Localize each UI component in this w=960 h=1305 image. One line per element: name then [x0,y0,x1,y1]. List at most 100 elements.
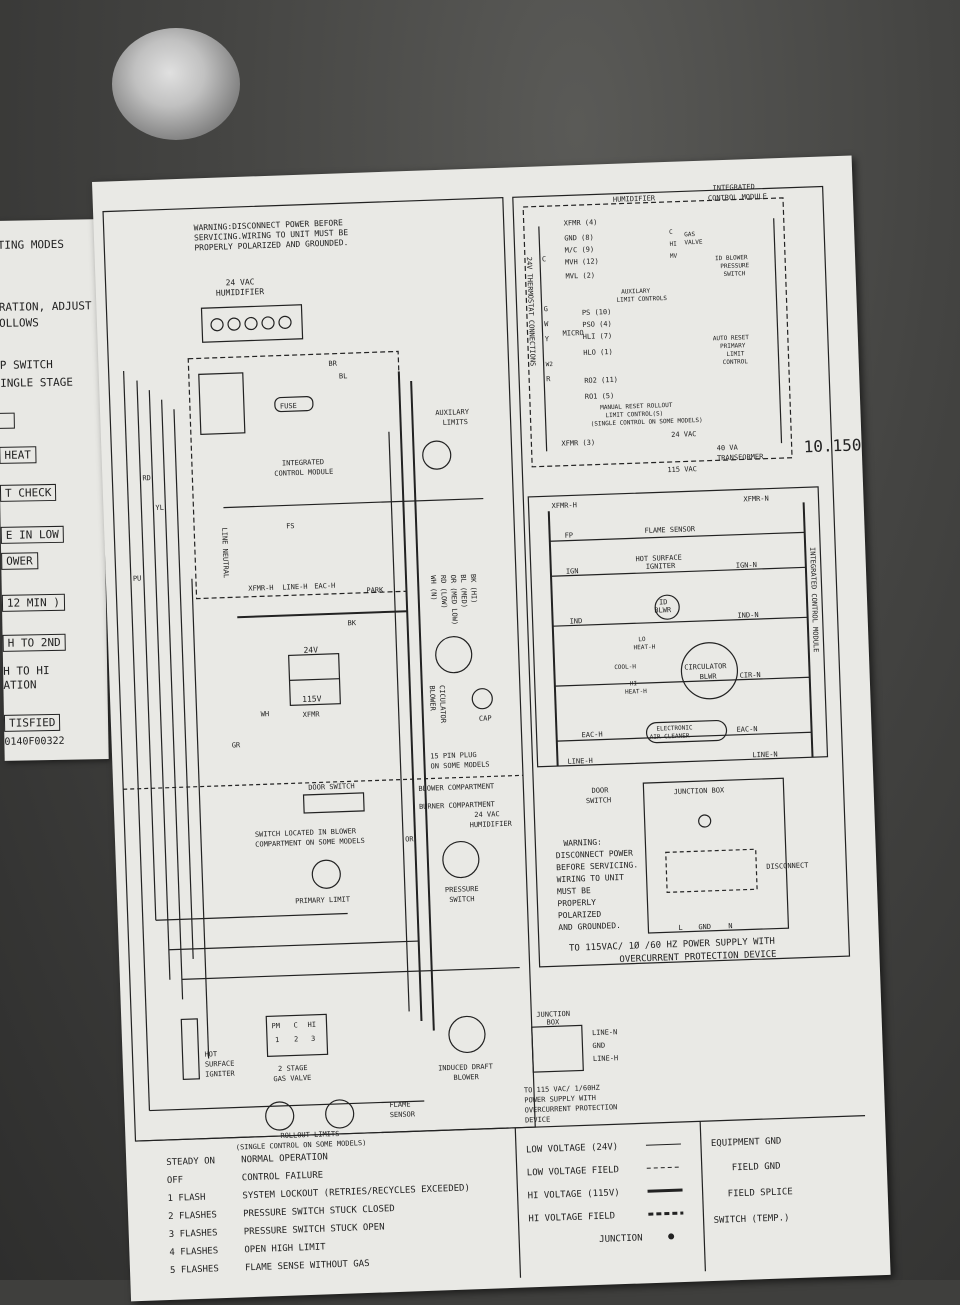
gv-ladder-mv: MV [670,253,678,260]
legend-line-lvf [646,1166,682,1169]
gv-label-2: GAS VALVE [273,1074,311,1083]
auto-reset-2: PRIMARY [720,342,746,350]
wire-aux [223,497,484,509]
gas-valve-box [265,1013,329,1058]
pin-mvh12: MVH (12) [565,257,599,266]
switch-note-1: SWITCH LOCATED IN BLOWER [255,827,357,839]
humidifier-label-1: 24 VAC [225,277,254,287]
wire-label-wh: WH [261,710,270,718]
capacitor [471,688,493,710]
ladder-module-1: INTEGRATED [712,183,754,192]
left-box-9: TISFIED [3,713,61,732]
terminal-line-h: LINE-H [282,583,308,592]
left-text-4: P SWITCH [0,357,53,372]
left-box-1: HEAT [0,446,37,464]
legend-divider-2 [699,1121,706,1272]
primary-limit-label: PRIMARY LIMIT [295,895,351,905]
row-eac-n: EAC-N [736,725,757,734]
legend-line-hvf [648,1211,684,1216]
xfmr-ladder-4: 115 VAC [667,465,697,474]
wiring-diagram-sheet: WARNING:DISCONNECT POWER BEFORE SERVICIN… [92,155,891,1302]
wiring-diagram-svg: WARNING:DISCONNECT POWER BEFORE SERVICIN… [102,183,866,1278]
term-g: G [544,305,548,313]
supply-note-2: POWER SUPPLY WITH [524,1094,596,1104]
rollout-limit-2 [325,1099,355,1129]
pin-ro2: RO2 (11) [584,376,618,385]
lgn-l: L [678,924,682,932]
junction-box-symbol [531,1024,584,1073]
warn-ladder-5: MUST BE [557,886,591,896]
pin-ps10: PS (10) [582,308,612,317]
rollout-2: (SINGLE CONTROL ON SOME MODELS) [236,1139,367,1152]
pressure-switch-1: PRESSURE [445,885,479,894]
term-y: Y [545,335,550,343]
row-blwr: BLWR [654,606,672,615]
wire-yl-bottom [168,940,419,951]
auto-reset-1: AUTO RESET [713,334,750,342]
left-box-4: OWER [1,552,38,570]
legend-line-lv [645,1143,681,1146]
symbol-legend-3: SWITCH (TEMP.) [713,1213,789,1226]
supply-note-1: TO 115 VAC/ 1/60HZ [524,1084,600,1095]
wire-legend-4: JUNCTION [599,1233,643,1245]
thermostat-label: 24V THERMOSTAT CONNECTIONS [525,257,537,367]
aux-limits-1: AUXILARY [435,408,470,417]
pin-xfmr3: XFMR (3) [561,439,595,448]
warn-ladder-4: WIRING TO UNIT [556,873,624,884]
row-hi: HI [630,680,638,687]
pin-ro1: RO1 (5) [585,392,615,401]
terminal [278,315,292,329]
primary-limit-symbol [311,859,341,889]
xfmr-ladder-1: 24 VAC [671,430,697,439]
jbox-label-1: JUNCTION [536,1010,570,1019]
left-box-2: T CHECK [0,483,57,502]
hv-row-ign [551,566,806,577]
row-circ-blwr: BLWR [700,672,718,681]
circulator-blower-motor [680,642,739,700]
auto-reset-4: CONTROL [723,358,749,366]
pressure-switch-2: SWITCH [449,895,475,904]
humidifier-label-2: HUMIDIFIER [216,287,265,298]
inducer-motor [448,1015,486,1054]
jbox-label-2: BOX [546,1018,560,1026]
rollout-1: ROLLOUT LIMITS [280,1130,339,1140]
left-box-empty [0,412,15,429]
ladder-border [512,185,851,968]
humidifier-terminal-strip [200,304,304,343]
hv-row-eac [556,731,812,742]
row-xfmr-h: XFMR-H [551,501,577,510]
hv-row-cir [554,676,810,687]
code-3: 2 FLASHES [168,1210,217,1222]
left-box-7: H TO HI [3,664,50,678]
wire-label-yl: YL [155,504,164,512]
gv-3: 3 [311,1035,315,1043]
meaning-2: SYSTEM LOCKOUT (RETRIES/RECYCLES EXCEEDE… [242,1183,470,1201]
hv-row-flame [549,531,805,542]
row-cool-h: COOL-H [614,663,636,671]
module-label-1: INTEGRATED [282,458,324,467]
rollout-limit-1 [265,1101,295,1131]
gv-hi: HI [307,1021,316,1029]
idb-ladder-3: SWITCH [723,270,745,278]
warn-ladder-8: AND GROUNDED. [558,921,621,932]
humidifier-mid-2: HUMIDIFIER [470,820,513,829]
wire-or [388,431,410,1012]
terminal-eac-h: EAC-H [314,582,335,591]
left-text-3: OLLOWS [0,316,39,330]
meaning-3: PRESSURE SWITCH STUCK CLOSED [243,1204,395,1219]
air-cleaner-symbol [645,719,728,744]
left-box-5: 12 MIN ) [1,593,66,612]
wire-label-bl: BL [339,372,348,380]
wire-label-gr: GR [232,741,241,749]
fuse-label: FUSE [280,402,297,411]
ladder-rail-left [538,226,548,452]
blower-label-1: CICULATOR [438,685,447,724]
lead-bk-hi: BK (HI) [469,574,478,604]
pin-hlo1: HLO (1) [583,348,613,357]
micro-label: MICRO [562,329,583,338]
symbol-legend-0: EQUIPMENT GND [711,1137,782,1149]
wire-legend-2: HI VOLTAGE (115V) [527,1188,619,1201]
compartment-divider [123,774,523,790]
module-side-label: INTEGRATED CONTROL MODULE [808,547,820,653]
hv-rail-left [547,511,559,767]
